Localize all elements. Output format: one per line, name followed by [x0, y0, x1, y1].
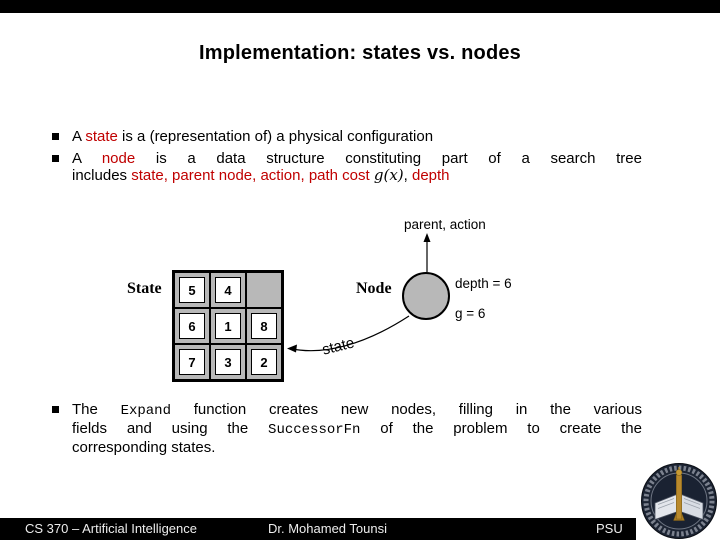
bullet-line: A node is a data structure constituting … — [72, 150, 642, 167]
bullet-item-expand: The Expand function creates new nodes, f… — [50, 401, 642, 456]
text-segment-italic: g(x) — [373, 166, 404, 184]
bullet-line: The Expand function creates new nodes, f… — [72, 401, 642, 420]
text-segment-red: state — [85, 128, 118, 145]
bullet-item-state: A state is a (representation of) a physi… — [50, 128, 642, 145]
state-label: State — [127, 280, 162, 297]
puzzle-cell: 8 — [246, 308, 282, 344]
bullet-square-icon — [52, 406, 59, 413]
text-segment-red: node — [101, 150, 136, 167]
puzzle-cell: 2 — [246, 344, 282, 380]
node-label: Node — [356, 280, 392, 297]
puzzle-tile: 6 — [179, 313, 205, 339]
puzzle-tile: 1 — [215, 313, 241, 339]
puzzle-cell: 6 — [174, 308, 210, 344]
puzzle-tile: 5 — [179, 277, 205, 303]
puzzle-cell: 4 — [210, 272, 246, 308]
text-segment-mono: Expand — [120, 403, 171, 419]
puzzle-cell: 1 — [210, 308, 246, 344]
depth-value-label: depth = 6 — [455, 276, 512, 291]
puzzle-grid: 5 4 6 1 8 7 3 2 — [172, 270, 284, 382]
text-segment: , — [403, 167, 412, 184]
bullet-line: corresponding states. — [72, 439, 642, 456]
text-segment: A — [72, 150, 102, 167]
puzzle-tile: 8 — [251, 313, 277, 339]
text-segment: The — [72, 401, 121, 418]
text-segment: corresponding states. — [72, 439, 216, 456]
text-segment: of the problem to create the — [360, 420, 642, 437]
footer-bar: CS 370 – Artificial Intelligence Dr. Moh… — [0, 518, 636, 540]
state-arrow-label: state — [320, 334, 357, 359]
text-segment-mono: SuccessorFn — [268, 422, 361, 438]
minaret-icon — [673, 467, 685, 521]
text-segment: is a (representation of) a physical conf… — [117, 128, 434, 145]
puzzle-tile: 3 — [215, 349, 241, 375]
text-segment-red: depth — [411, 167, 450, 184]
puzzle-cell: 7 — [174, 344, 210, 380]
g-value-label: g = 6 — [455, 306, 486, 321]
footer-instructor-label: Dr. Mohamed Tounsi — [268, 521, 387, 536]
bullet-list-lower: The Expand function creates new nodes, f… — [50, 401, 642, 461]
text-segment: fields and using the — [72, 420, 269, 437]
bullet-text: The Expand function creates new nodes, f… — [72, 401, 642, 456]
text-segment-red: state, parent node, action, path cost — [131, 167, 374, 184]
slide-title: Implementation: states vs. nodes — [198, 42, 522, 64]
bullet-text: A node is a data structure constituting … — [72, 150, 642, 184]
puzzle-cell-empty — [246, 272, 282, 308]
bullet-list-upper: A state is a (representation of) a physi… — [50, 128, 642, 189]
psu-logo — [641, 463, 717, 539]
top-border-bar — [0, 0, 720, 13]
footer-university-label: PSU — [596, 521, 623, 536]
parent-action-label: parent, action — [404, 217, 486, 232]
text-segment: A — [72, 128, 86, 145]
bullet-line: fields and using the SuccessorFn of the … — [72, 420, 642, 439]
parent-action-arrow-icon — [423, 233, 431, 272]
node-circle — [402, 272, 450, 320]
puzzle-cell: 3 — [210, 344, 246, 380]
open-book-icon — [654, 493, 704, 521]
puzzle-tile: 7 — [179, 349, 205, 375]
puzzle-tile: 4 — [215, 277, 241, 303]
puzzle-tile: 2 — [251, 349, 277, 375]
bullet-item-node: A node is a data structure constituting … — [50, 150, 642, 184]
text-segment: includes — [72, 167, 132, 184]
bullet-square-icon — [52, 155, 59, 162]
text-segment: is a data structure constituting part of… — [135, 150, 642, 167]
puzzle-cell: 5 — [174, 272, 210, 308]
bullet-text: A state is a (representation of) a physi… — [72, 128, 642, 145]
text-segment: function creates new nodes, filling in t… — [170, 401, 643, 418]
bullet-square-icon — [52, 133, 59, 140]
footer-course-label: CS 370 – Artificial Intelligence — [25, 521, 197, 536]
bullet-line: includes state, parent node, action, pat… — [72, 166, 642, 185]
